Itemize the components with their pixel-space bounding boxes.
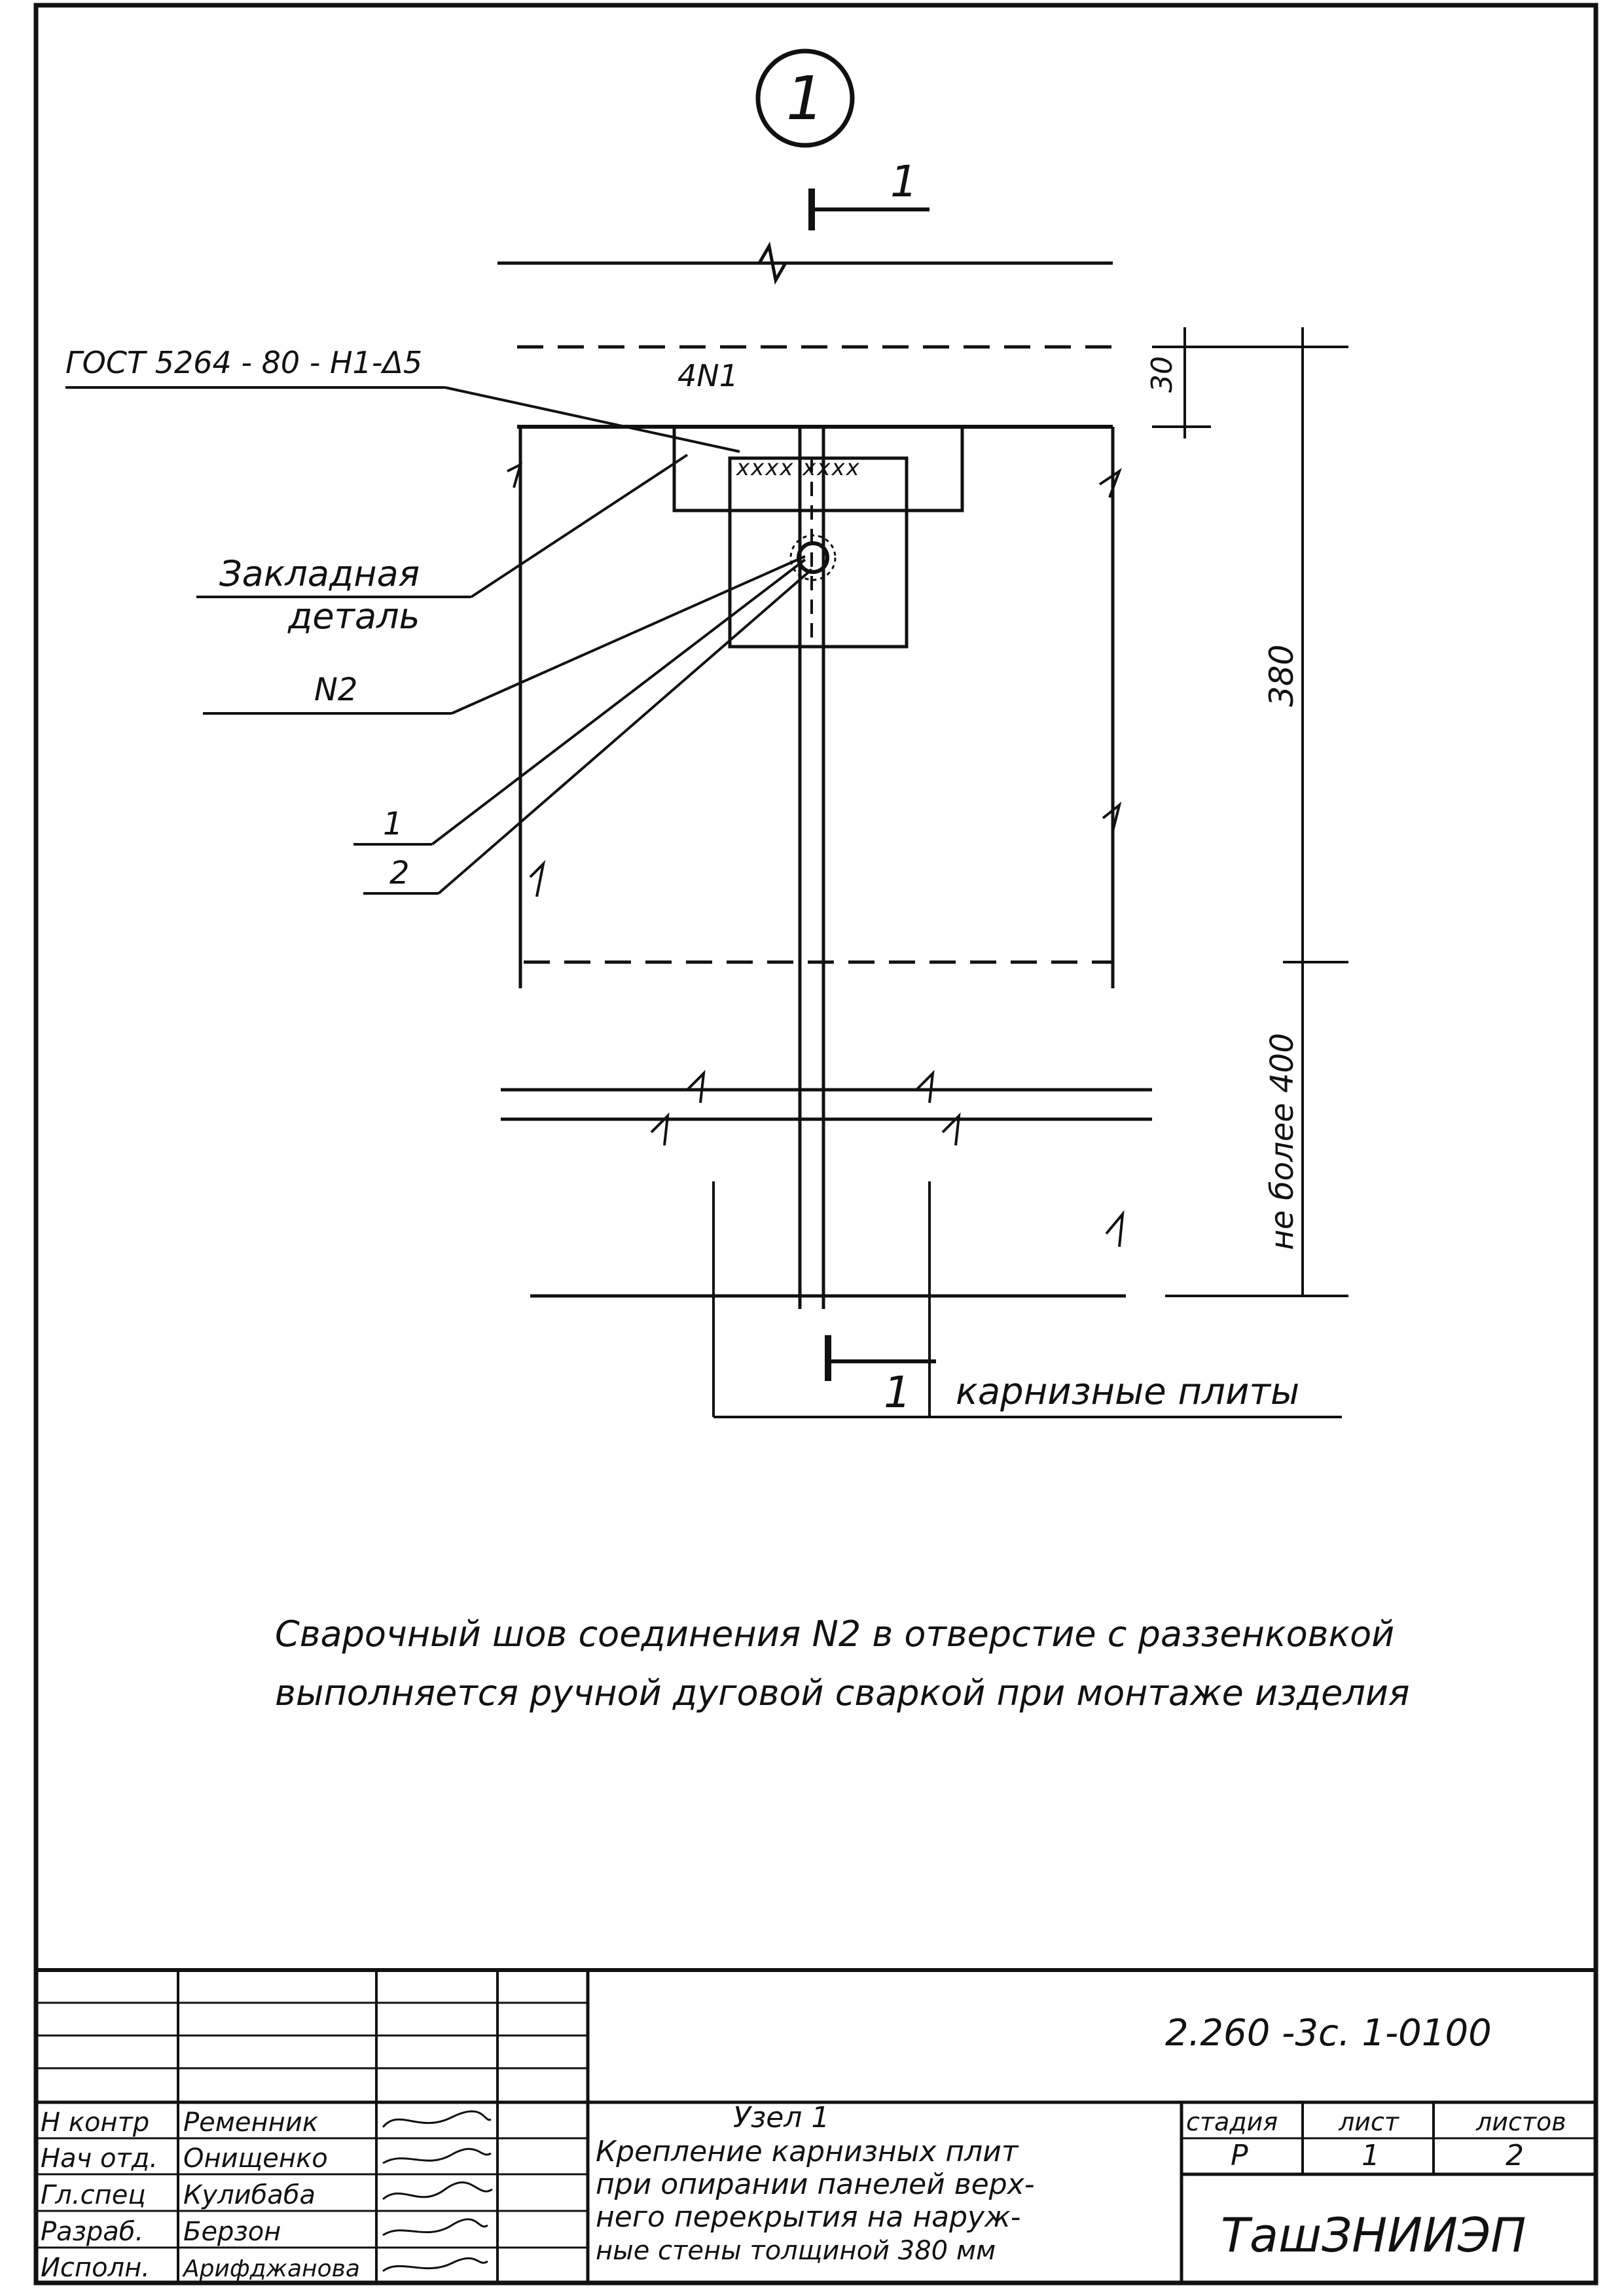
leaders [65,386,813,895]
note-line-2: выполняется ручной дуговой сваркой при м… [275,1672,1409,1713]
doc-code: 2.260 -3с. 1-0100 [1165,2012,1492,2054]
dimension-30: 30 [1146,356,1179,393]
role-1: Н контр [41,2108,149,2138]
pos2-label: 2 [389,855,410,891]
role-2: Нач отд. [41,2144,158,2174]
pos1-label: 1 [383,806,403,842]
title-line-3: при опирании панелей верх- [596,2168,1035,2201]
title-line-5: ные стены толщиной 380 мм [596,2236,996,2266]
name-1: Ременник [183,2108,318,2138]
embedded-label-1: Закладная [219,553,420,594]
detail-marker: 1 [755,48,855,148]
name-3: Кулибаба [183,2180,316,2210]
signatures [382,2110,493,2272]
title-line-1: Узел 1 [733,2101,829,2134]
embedded-label-2: деталь [287,596,420,637]
role-3: Гл.спец [41,2180,146,2210]
col-header-sheet: лист [1338,2108,1400,2136]
organization: ТашЗНИИЭП [1221,2208,1526,2263]
dimension-lines: 30 380 не более 400 [1146,327,1348,1297]
role-5: Исполн. [41,2253,150,2283]
weld-ref-label: 4N1 [677,358,738,393]
note-line-1: Сварочный шов соединения N2 в отверстие … [275,1613,1394,1655]
role-4: Разраб. [41,2217,143,2247]
name-2: Онищенко [183,2144,328,2174]
col-value-sheet: 1 [1362,2139,1380,2172]
col-header-stage: стадия [1186,2108,1278,2136]
gost-label: ГОСТ 5264 - 80 - Н1-Δ5 [65,345,422,380]
section-mark-top: 1 [808,156,929,230]
col-header-sheets: листов [1475,2108,1566,2136]
detail-marker-number: 1 [786,63,825,134]
title-line-2: Крепление карнизных плит [596,2135,1019,2168]
dimension-400: не более 400 [1264,1033,1301,1250]
name-4: Берзон [183,2217,281,2247]
weld-marks: xxxx xxxx [736,455,861,481]
section-mark-top-label: 1 [890,156,918,207]
section-mark-bottom: 1 [825,1335,936,1418]
name-5: Арифджанова [182,2255,360,2282]
dimension-380: 380 [1263,645,1301,707]
title-block [36,1968,1596,2283]
section-mark-bottom-label: 1 [884,1367,911,1418]
n2-label: N2 [314,672,357,708]
col-value-sheets: 2 [1506,2139,1524,2172]
title-line-4: него перекрытия на наруж- [596,2200,1021,2234]
col-value-stage: Р [1231,2139,1248,2172]
sheet-frame [33,3,1598,2286]
eaves-slabs-label: карнизные плиты [956,1371,1299,1413]
